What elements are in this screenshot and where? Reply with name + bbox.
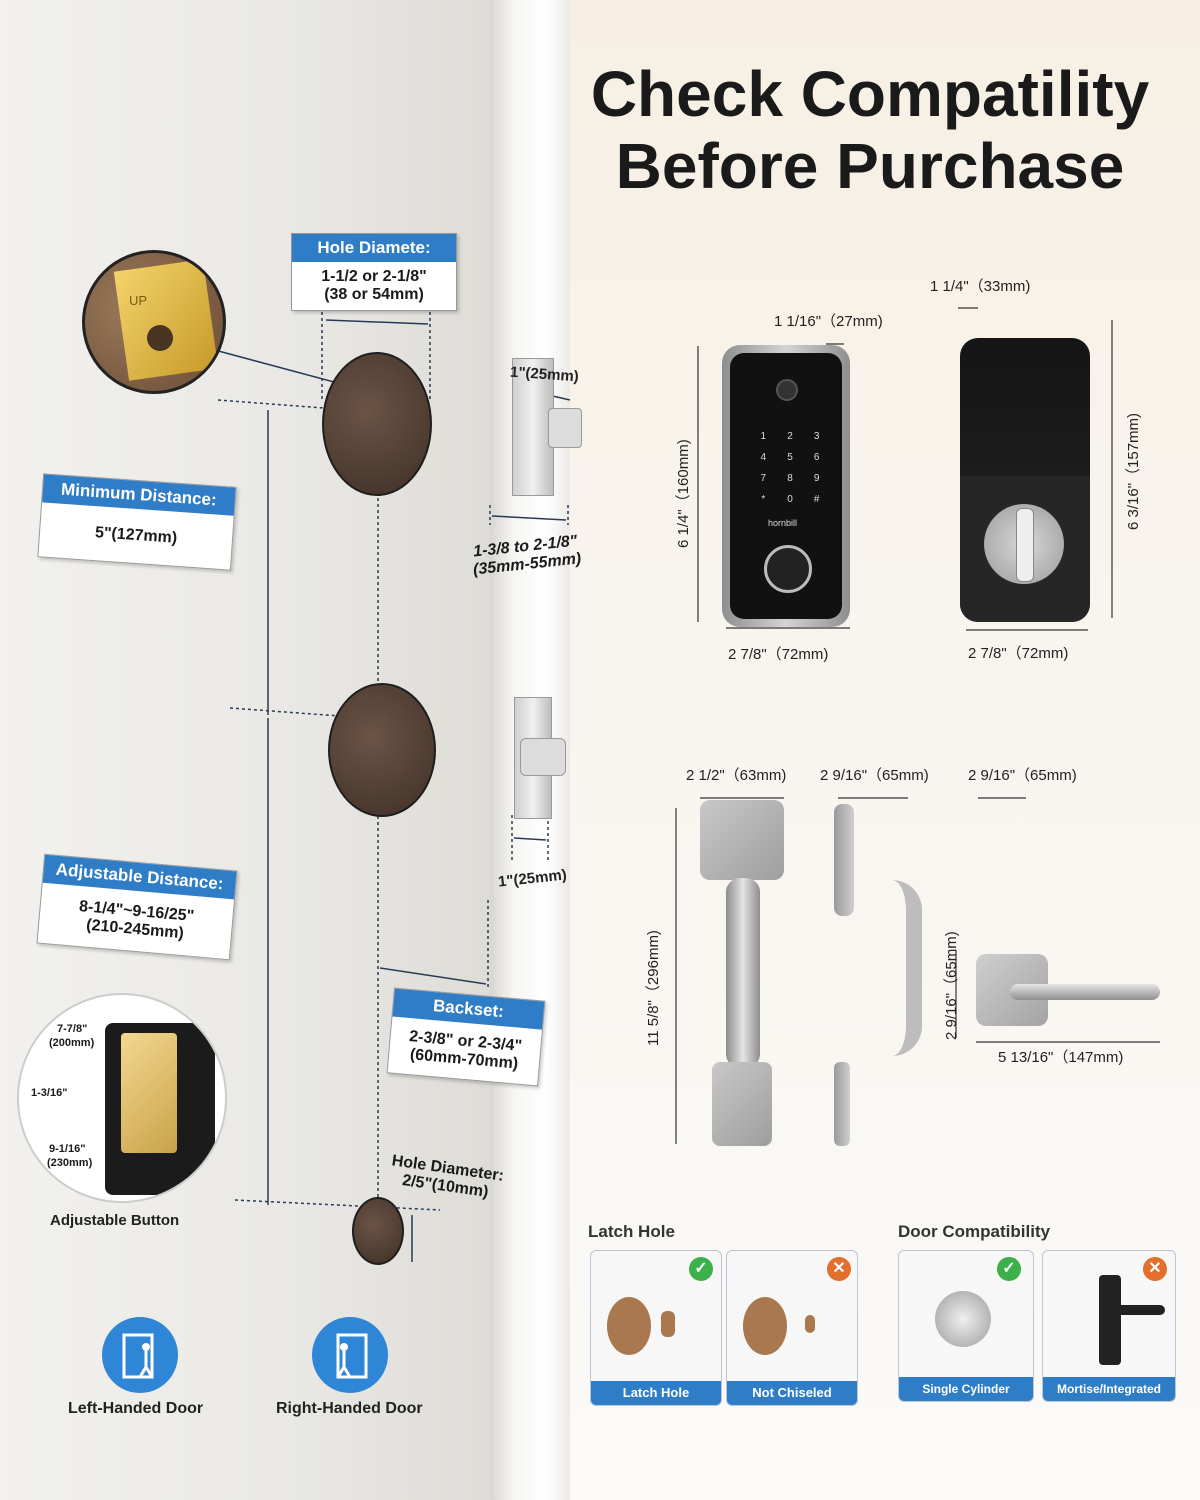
thumb-turn-knob xyxy=(1016,508,1034,582)
headline: Check Compatility Before Purchase xyxy=(550,58,1190,202)
interior-height: 6 3/16"（157mm) xyxy=(1125,412,1142,530)
keypad-keys: 1 2 3 4 5 6 7 8 9 * 0 # xyxy=(750,431,830,505)
single-cylinder-caption: Single Cylinder xyxy=(899,1377,1033,1401)
bore-hole xyxy=(607,1297,651,1355)
cross-icon: ✕ xyxy=(827,1257,851,1281)
check-icon: ✓ xyxy=(689,1257,713,1281)
cross-icon: ✕ xyxy=(1143,1257,1167,1281)
keypad-key: 0 xyxy=(787,494,793,505)
backset-tag: Backset: 2-3/8" or 2-3/4"(60mm-70mm) xyxy=(386,987,546,1087)
door-compat-title: Door Compatibility xyxy=(898,1222,1051,1241)
interior-unit xyxy=(960,338,1090,622)
keypad-key: 8 xyxy=(787,473,793,484)
handle-side-depth: 2 9/16"（65mm) xyxy=(820,767,929,784)
latch-plate-hole xyxy=(147,325,173,351)
right-handed-door-icon xyxy=(312,1317,388,1393)
handle-side-top xyxy=(834,804,854,916)
lever-length: 5 13/16"（147mm) xyxy=(998,1049,1124,1066)
keypad-key: 4 xyxy=(760,452,767,463)
adjust-plate xyxy=(121,1033,177,1153)
exterior-keypad: 1 2 3 4 5 6 7 8 9 * 0 # hornbill xyxy=(722,345,850,627)
camera-icon xyxy=(776,379,798,401)
latch-hole-bad-card: ✕ Not Chiseled xyxy=(726,1250,858,1406)
latch-hole-bad-caption: Not Chiseled xyxy=(727,1381,857,1405)
keypad-face: 1 2 3 4 5 6 7 8 9 * 0 # hornbill xyxy=(730,353,842,619)
title-line-2: Before Purchase xyxy=(615,130,1125,202)
handle-width: 2 1/2"（63mm) xyxy=(686,767,787,784)
left-handed-door-label: Left-Handed Door xyxy=(68,1400,204,1417)
left-handed-door-icon xyxy=(102,1317,178,1393)
interior-width: 2 7/8"（72mm) xyxy=(968,645,1069,662)
title-line-1: Check Compatility xyxy=(590,58,1150,130)
exterior-dim-lines xyxy=(697,343,850,629)
adjustable-distance-tag: Adjustable Distance: 8-1/4"~9-16/25"(210… xyxy=(36,853,238,961)
doorbell-button xyxy=(764,545,812,593)
handle-dim-lines xyxy=(675,797,1160,1144)
knob xyxy=(935,1291,991,1347)
keypad-key: 5 xyxy=(787,452,793,463)
handle-hole xyxy=(328,683,436,817)
keypad-key: * xyxy=(761,494,766,505)
latch-hole-ok-caption: Latch Hole xyxy=(591,1381,721,1405)
handle-bottom-plate xyxy=(712,1062,772,1146)
latch-bore xyxy=(805,1315,815,1333)
handle-side-grip xyxy=(850,880,922,1056)
screw-hole xyxy=(352,1197,404,1265)
right-handed-door-label: Right-Handed Door xyxy=(276,1400,423,1417)
keypad-key: 6 xyxy=(813,452,820,463)
mortise-lever xyxy=(1105,1305,1165,1315)
deadbolt-latch-plate xyxy=(512,358,554,496)
lever-arm xyxy=(1010,984,1160,1000)
latch-hole-ok-card: ✓ Latch Hole xyxy=(590,1250,722,1406)
keypad-key: # xyxy=(813,494,820,505)
measurement-lines xyxy=(195,300,571,1262)
brand-logo: hornbill xyxy=(768,518,798,528)
handle-height: 11 5/8"（296mm) xyxy=(645,930,662,1046)
keypad-key: 2 xyxy=(787,431,793,442)
deadbolt-bolt xyxy=(548,408,582,448)
keypad-key: 1 xyxy=(760,431,767,442)
lever-height: 2 9/16"（65mm) xyxy=(943,931,960,1040)
thumb-turn xyxy=(984,504,1064,584)
exterior-height: 6 1/4"（160mm) xyxy=(675,439,692,548)
interior-depth: 1 1/4"（33mm) xyxy=(930,278,1031,295)
latch-bore xyxy=(661,1311,675,1337)
deadbolt-hole xyxy=(322,352,432,496)
latch-plate xyxy=(113,259,219,381)
up-marking: UP xyxy=(129,293,148,308)
mortise-caption: Mortise/Integrated xyxy=(1043,1377,1175,1401)
handle-grip xyxy=(726,878,760,1068)
latch-hole-title: Latch Hole xyxy=(588,1222,675,1241)
handle-latch xyxy=(520,738,566,776)
minimum-distance-tag: Minimum Distance: 5"(127mm) xyxy=(37,473,237,571)
lever-depth: 2 9/16"（65mm) xyxy=(968,767,1077,784)
interior-dim-lines xyxy=(958,307,1113,631)
hole-diameter-tag: Hole Diamete: 1-1/2 or 2-1/8"(38 or 54mm… xyxy=(291,233,457,311)
mortise-card: ✕ Mortise/Integrated xyxy=(1042,1250,1176,1402)
latch-plate-zoom: UP xyxy=(82,250,226,394)
adjustable-button-label: Adjustable Button xyxy=(50,1212,180,1229)
keypad-key: 7 xyxy=(760,473,767,484)
keypad-key: 9 xyxy=(813,473,820,484)
adjustable-button-zoom: 7-7/8" (200mm) 1-3/16" 9-1/16" (230mm) xyxy=(17,993,227,1203)
keypad-key: 3 xyxy=(813,431,820,442)
mortise-plate xyxy=(1099,1275,1121,1365)
exterior-width: 2 7/8"（72mm) xyxy=(728,646,829,663)
check-icon: ✓ xyxy=(997,1257,1021,1281)
handle-side-bottom xyxy=(834,1062,850,1146)
single-cylinder-card: ✓ Single Cylinder xyxy=(898,1250,1034,1402)
bore-hole xyxy=(743,1297,787,1355)
exterior-depth: 1 1/16"（27mm) xyxy=(774,313,883,330)
handle-top-plate xyxy=(700,800,784,880)
